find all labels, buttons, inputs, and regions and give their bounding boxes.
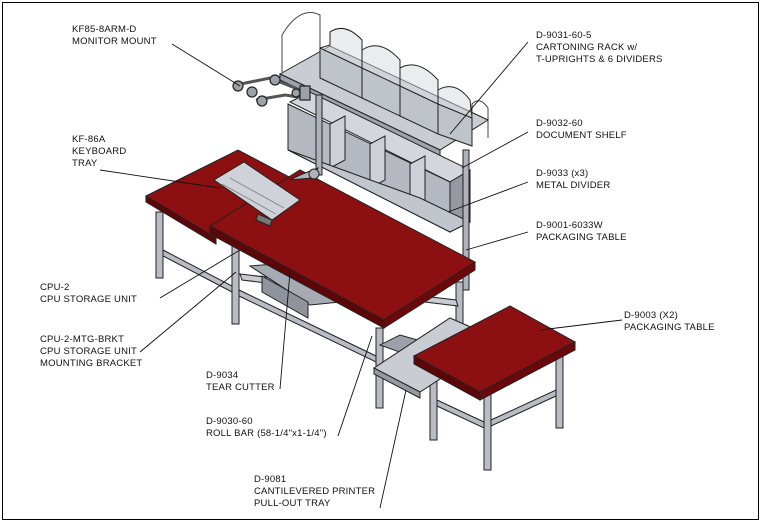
callout-cpu-bracket: CPU-2-MTG-BRKT CPU STORAGE UNIT MOUNTING…	[40, 334, 143, 369]
leader-lines	[99, 41, 623, 509]
callout-monitor-mount: KF85-8ARM-D MONITOR MOUNT	[72, 24, 157, 47]
callout-document-shelf: D-9032-60 DOCUMENT SHELF	[536, 118, 627, 141]
callout-metal-divider: D-9033 (x3) METAL DIVIDER	[536, 168, 611, 191]
callout-packaging-table-side: D-9003 (X2) PACKAGING TABLE	[624, 310, 715, 333]
callout-cartoning-rack: D-9031-60-5 CARTONING RACK w/ T-UPRIGHTS…	[536, 30, 663, 65]
monitor-mount	[232, 74, 311, 107]
tear-cutter	[289, 167, 320, 181]
callout-roll-bar: D-9030-60 ROLL BAR (58-1/4"x1-1/4")	[206, 416, 327, 439]
callout-printer-tray: D-9081 CANTILEVERED PRINTER PULL-OUT TRA…	[254, 474, 376, 509]
keyboard	[213, 161, 301, 227]
callout-packaging-table-main: D-9001-6033W PACKAGING TABLE	[536, 220, 627, 243]
callout-cpu-storage: CPU-2 CPU STORAGE UNIT	[40, 282, 137, 305]
document-shelf	[287, 91, 472, 233]
side-table	[373, 305, 577, 471]
callout-keyboard-tray: KF-86A KEYBOARD TRAY	[72, 134, 127, 169]
callout-tear-cutter: D-9034 TEAR CUTTER	[206, 370, 275, 393]
